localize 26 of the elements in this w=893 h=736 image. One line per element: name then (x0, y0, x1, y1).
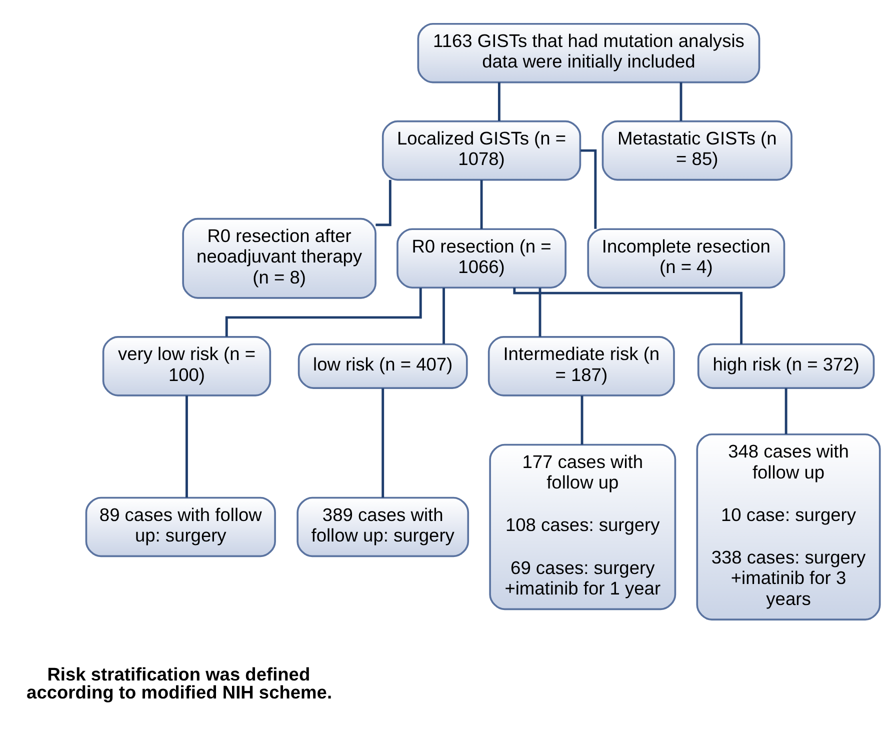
node-box: 1163 GISTs that had mutation analysis data were initially included (417, 22, 760, 84)
connector (680, 82, 682, 121)
connector (538, 288, 542, 337)
node-box: Intermediate risk (n = 187) (488, 336, 675, 396)
connector (442, 288, 445, 344)
connector (784, 388, 788, 434)
connector (580, 396, 584, 445)
node-box: 89 cases with follow up: surgery (85, 496, 276, 558)
node-box: 389 cases with follow up: surgery (296, 496, 470, 558)
connector (498, 82, 500, 121)
node-box: 348 cases with follow up 10 case: surgery 338 cases: surgery +imatinib for 3 years (696, 433, 881, 620)
connector (513, 288, 742, 344)
node-box: Metastatic GISTs (n = 85) (602, 120, 792, 181)
connector (382, 388, 384, 498)
node-box: 177 cases with follow up 108 cases: surgery 69 cases: surgery +imatinib for 1 year (489, 444, 676, 610)
label: Risk stratification was defined according to modified NIH scheme. (26, 663, 332, 703)
node-box: Localized GISTs (n = 1078) (382, 120, 582, 181)
node-box: Incomplete resection (n = 4) (587, 228, 786, 289)
node-box: high risk (n = 372) (697, 343, 875, 390)
node-box: very low risk (n = 100) (102, 336, 272, 396)
node-box: R0 resection (n = 1066) (396, 228, 566, 289)
node-box: low risk (n = 407) (298, 343, 468, 390)
node-box: R0 resection after neoadjuvant therapy (n = 8) (182, 218, 376, 299)
connector (480, 180, 483, 229)
connector (186, 396, 188, 498)
connector (225, 288, 422, 337)
